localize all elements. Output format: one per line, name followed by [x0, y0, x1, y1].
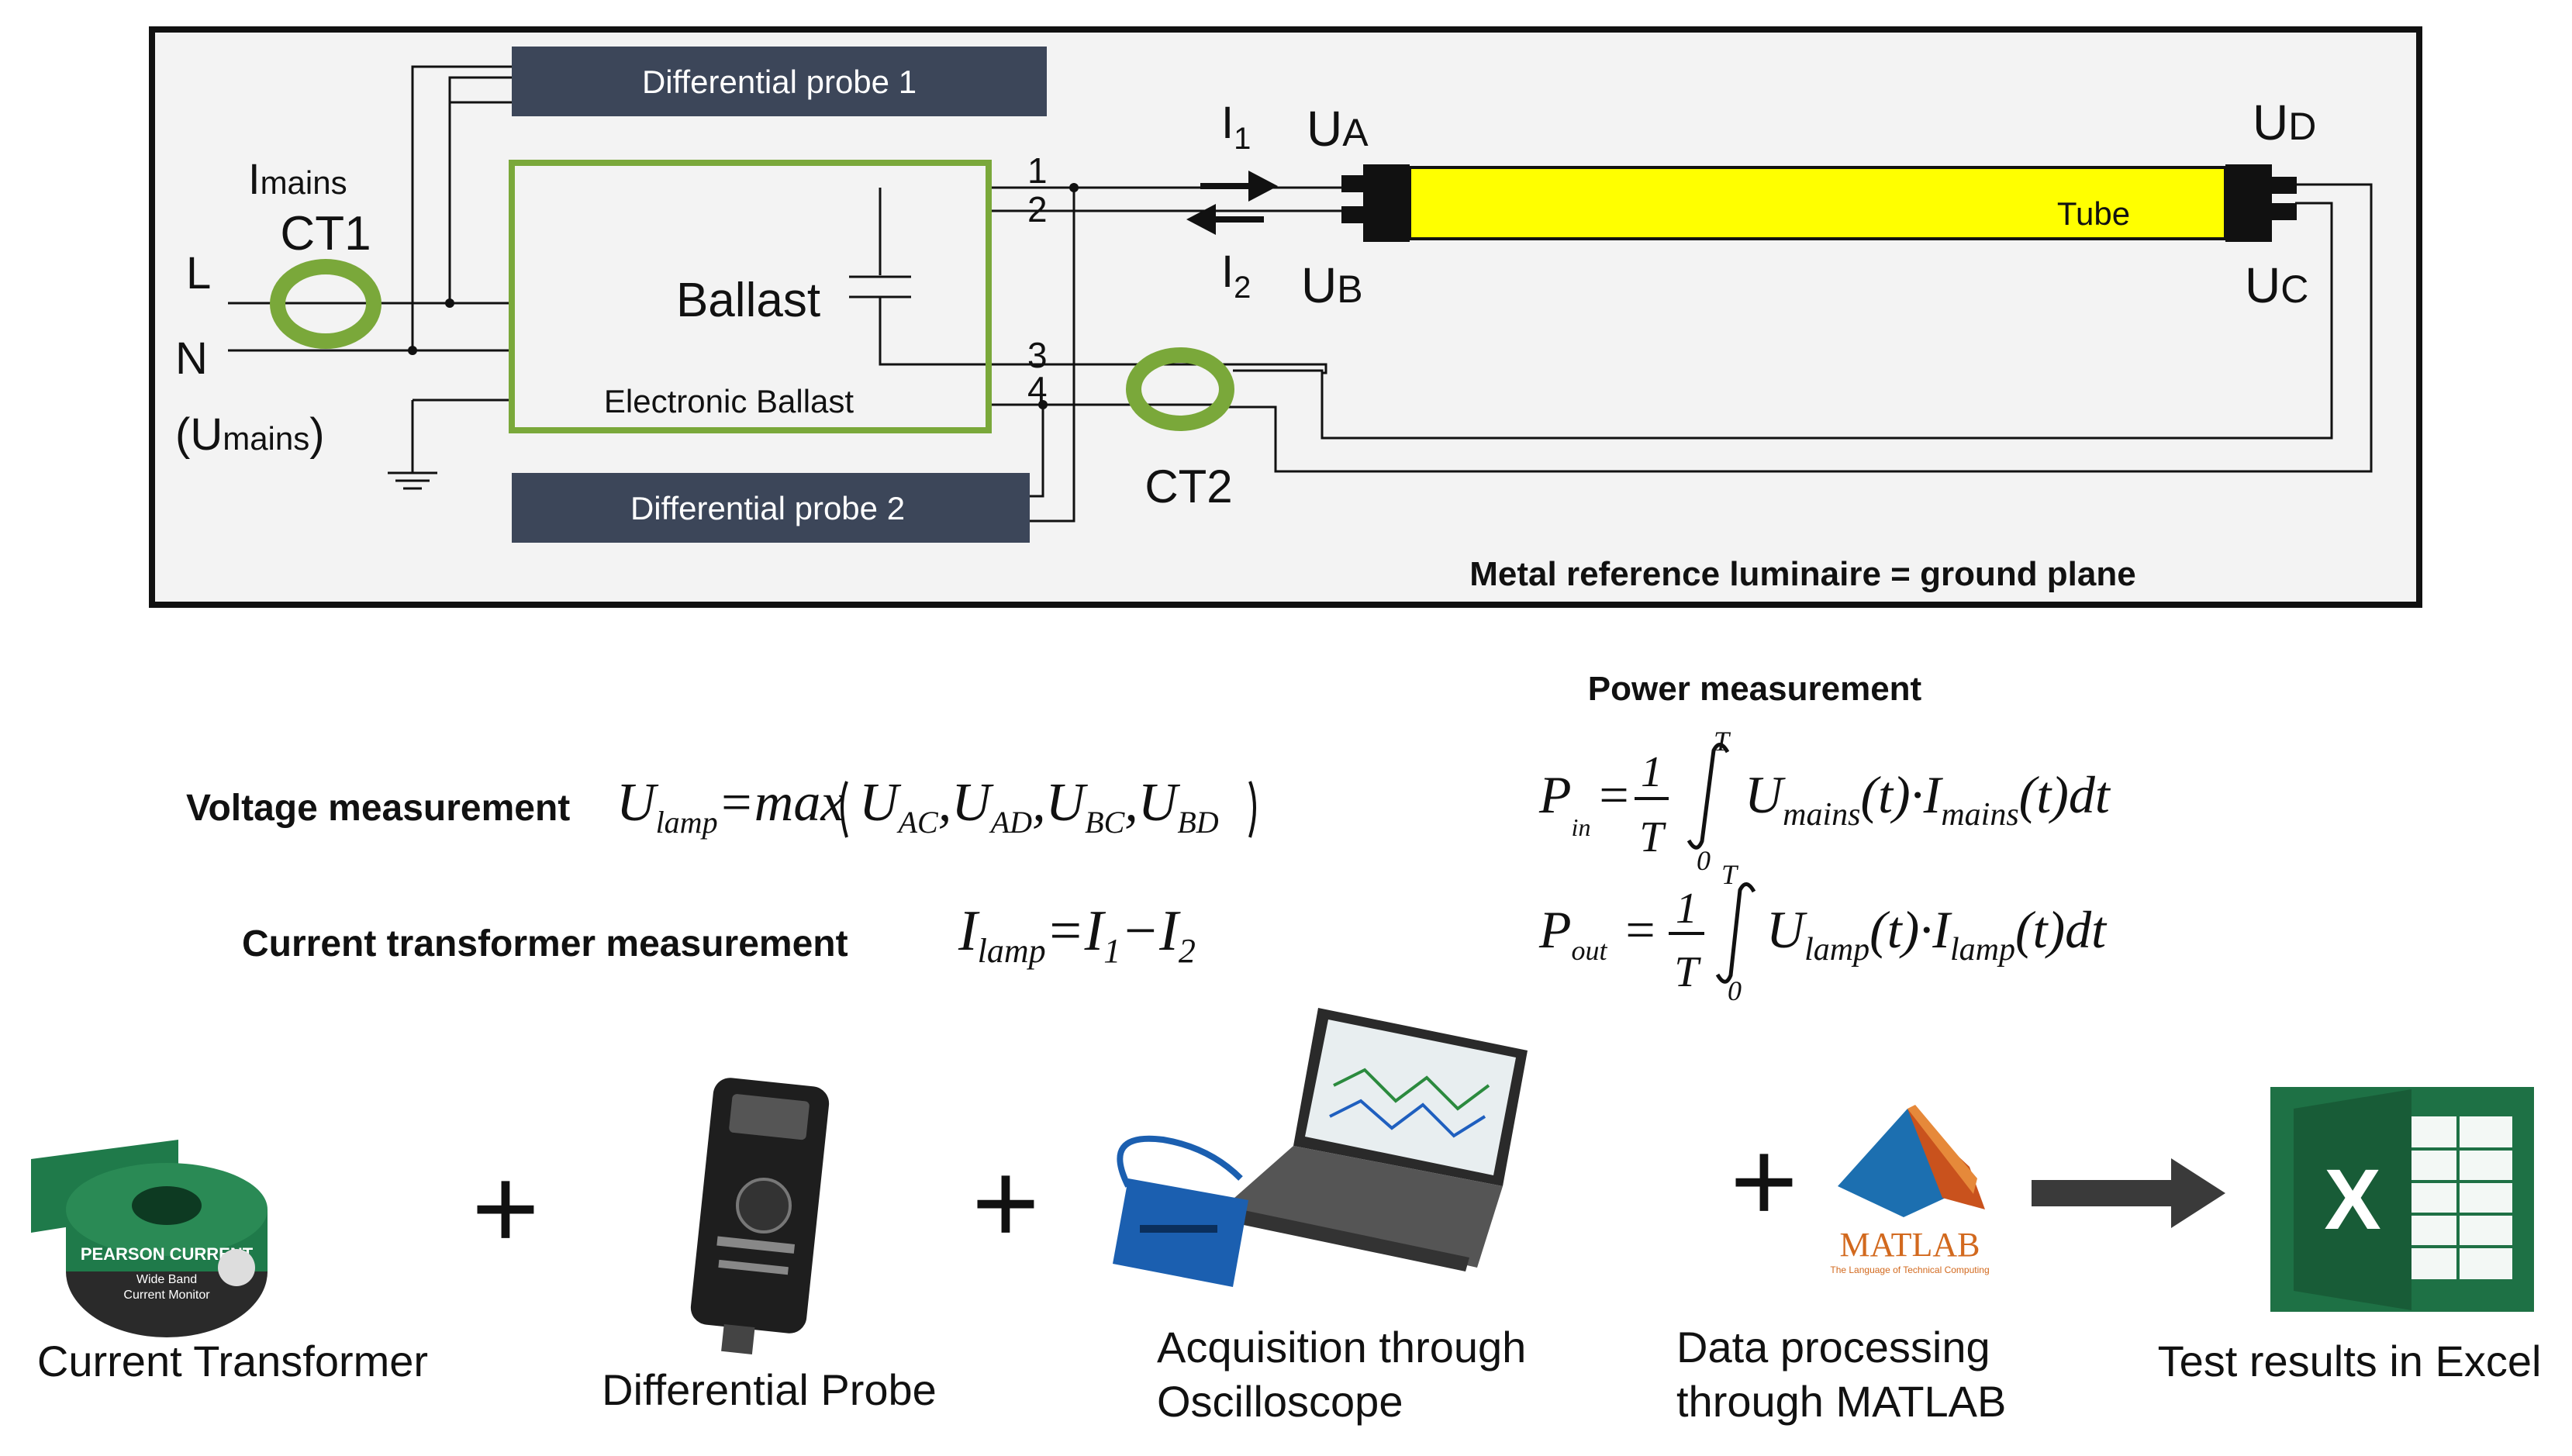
- differential-probe-2-box: [512, 473, 1030, 543]
- svg-text:T: T: [1674, 948, 1701, 996]
- umains-label: (Umains): [175, 409, 325, 460]
- formulas: Power measurement Voltage measurement Ul…: [186, 670, 2111, 1006]
- svg-text:1: 1: [1676, 885, 1697, 933]
- ground-plane-label: Metal reference luminaire = ground plane: [1469, 555, 2135, 593]
- svg-text:Current Monitor: Current Monitor: [123, 1289, 210, 1302]
- uc-label: UC: [2245, 257, 2308, 313]
- matlab-logo: MATLAB The Language of Technical Computi…: [1830, 1105, 1990, 1275]
- svg-text:0: 0: [1697, 845, 1711, 876]
- voltage-formula: Ulamp=max UAC,UAD,UBC,UBD: [616, 773, 1256, 840]
- tube-label: Tube: [2057, 195, 2130, 232]
- ground-plane-frame: [149, 26, 2422, 608]
- differential-probe-caption: Differential Probe: [602, 1365, 937, 1414]
- svg-text:Ilamp=I1−I2: Ilamp=I1−I2: [958, 899, 1196, 970]
- current-arrows: [1186, 171, 1278, 235]
- svg-text:X: X: [2324, 1152, 2380, 1247]
- svg-text:T: T: [1721, 859, 1739, 890]
- ua-label: UA: [1307, 101, 1369, 157]
- arrow-to-excel: [2032, 1158, 2225, 1228]
- excel-logo: X: [2270, 1087, 2534, 1312]
- svg-text:The Language of Technical Comp: The Language of Technical Computing: [1830, 1265, 1989, 1275]
- power-measurement-title: Power measurement: [1588, 670, 1922, 708]
- excel-results-caption: Test results in Excel: [2158, 1337, 2542, 1385]
- svg-text:Ulamp(t)·Ilamp(t)dt: Ulamp(t)·Ilamp(t)dt: [1766, 900, 2108, 968]
- i1-label: I1: [1221, 98, 1251, 156]
- imains-label: Imains: [248, 154, 347, 203]
- differential-probe-image: [690, 1078, 830, 1354]
- ct2-ring: [1126, 347, 1234, 431]
- ct1-label: CT1: [280, 207, 371, 260]
- processing-caption-line1: Data processing: [1676, 1323, 1990, 1371]
- ballast-box: [509, 160, 992, 433]
- svg-text:Ulamp=max: Ulamp=max: [616, 773, 844, 840]
- oscilloscope-laptop-image: [1113, 1008, 1528, 1287]
- svg-text:Pin: Pin: [1538, 765, 1590, 841]
- current-transformer-measurement-label: Current transformer measurement: [242, 923, 848, 964]
- processing-caption-line2: through MATLAB: [1676, 1377, 2006, 1426]
- i2-label: I2: [1221, 247, 1251, 305]
- plus-2: +: [972, 1137, 1040, 1268]
- svg-text:1: 1: [1641, 748, 1662, 796]
- plus-1: +: [471, 1143, 540, 1273]
- svg-text:Umains(t)·Imains(t)dt: Umains(t)·Imains(t)dt: [1745, 765, 2111, 833]
- line-n-label: N: [175, 333, 208, 384]
- voltage-measurement-label: Voltage measurement: [186, 788, 570, 829]
- fluorescent-tube: Tube: [1341, 164, 2297, 242]
- svg-text:MATLAB: MATLAB: [1840, 1226, 1980, 1264]
- terminal-3: 3: [1027, 335, 1048, 375]
- differential-probe-1-box: [512, 47, 1047, 116]
- terminal-1: 1: [1027, 150, 1048, 191]
- ct2-label: CT2: [1144, 461, 1232, 512]
- svg-text:0: 0: [1728, 975, 1742, 1006]
- differential-probe-2-label: Differential probe 2: [630, 490, 905, 526]
- acquisition-caption-line2: Oscilloscope: [1157, 1377, 1403, 1426]
- ub-label: UB: [1301, 257, 1363, 313]
- ct1-ring: [270, 259, 381, 349]
- plus-3: +: [1730, 1116, 1798, 1246]
- svg-text:T: T: [1714, 726, 1731, 757]
- svg-text:Pout: Pout: [1538, 900, 1608, 966]
- line-l-label: L: [186, 248, 211, 298]
- circuit-diagram: Ballast Electronic Ballast Differential …: [149, 26, 2422, 608]
- wiring: [228, 65, 2373, 523]
- terminal-4: 4: [1027, 369, 1048, 409]
- svg-text:=: =: [1596, 765, 1631, 824]
- acquisition-caption-line1: Acquisition through: [1157, 1323, 1526, 1371]
- terminal-2: 2: [1027, 189, 1048, 229]
- svg-text:T: T: [1639, 813, 1666, 861]
- electronic-ballast-label: Electronic Ballast: [604, 383, 854, 419]
- differential-probe-1-label: Differential probe 1: [642, 64, 917, 100]
- power-out-formula: Pout = 1 T T 0 Ulamp(t)·Ilamp(t)dt: [1538, 859, 2108, 1006]
- ballast-label: Ballast: [676, 274, 820, 327]
- svg-text:Wide Band: Wide Band: [136, 1273, 197, 1286]
- ud-label: UD: [2253, 95, 2316, 150]
- svg-text:UAC,UAD,UBC,UBD: UAC,UAD,UBC,UBD: [859, 773, 1219, 840]
- current-formula: Ilamp=I1−I2: [958, 899, 1196, 970]
- svg-text:=: =: [1622, 900, 1658, 959]
- power-in-formula: Pin = 1 T T 0 Umains(t)·Imains(t)dt: [1538, 726, 2111, 876]
- current-transformer-caption: Current Transformer: [37, 1337, 428, 1385]
